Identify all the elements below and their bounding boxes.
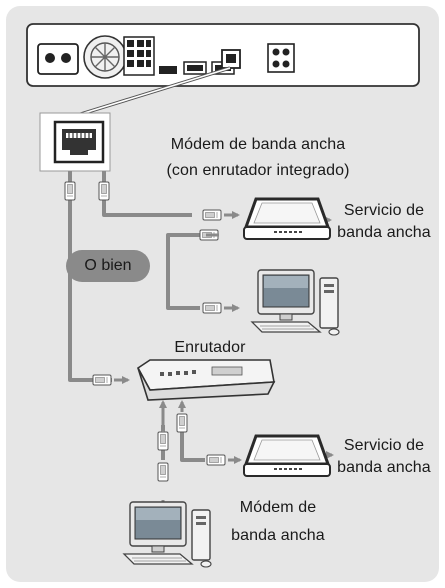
service-top-label-line2: banda ancha bbox=[337, 224, 431, 241]
modem-bottom-label: Módem de banda ancha bbox=[218, 498, 338, 546]
router bbox=[136, 359, 276, 401]
computer-top bbox=[251, 269, 340, 336]
receiver-back-panel bbox=[26, 23, 420, 87]
service-top-label: Servicio de banda ancha bbox=[328, 201, 440, 243]
service-bottom-label-line2: banda ancha bbox=[337, 459, 431, 476]
service-bottom-label: Servicio de banda ancha bbox=[328, 436, 440, 478]
lan-port-box bbox=[39, 112, 111, 172]
service-bottom-label-line1: Servicio de bbox=[343, 437, 425, 454]
modem-bottom-label-line2: banda ancha bbox=[231, 527, 325, 544]
modem-router-label-line2: (con enrutador integrado) bbox=[166, 162, 350, 179]
broadband-modem-top bbox=[242, 197, 332, 241]
broadband-modem-bottom bbox=[242, 434, 332, 478]
modem-router-label-line1: Módem de banda ancha bbox=[170, 136, 346, 153]
modem-bottom-label-line1: Módem de bbox=[239, 499, 317, 516]
computer-bottom bbox=[123, 501, 212, 568]
diagram-panel bbox=[6, 6, 439, 582]
or-badge: O bien bbox=[66, 250, 150, 282]
router-label: Enrutador bbox=[174, 339, 246, 356]
modem-router-label: Módem de banda ancha (con enrutador inte… bbox=[138, 135, 378, 181]
service-top-label-line1: Servicio de bbox=[343, 202, 425, 219]
